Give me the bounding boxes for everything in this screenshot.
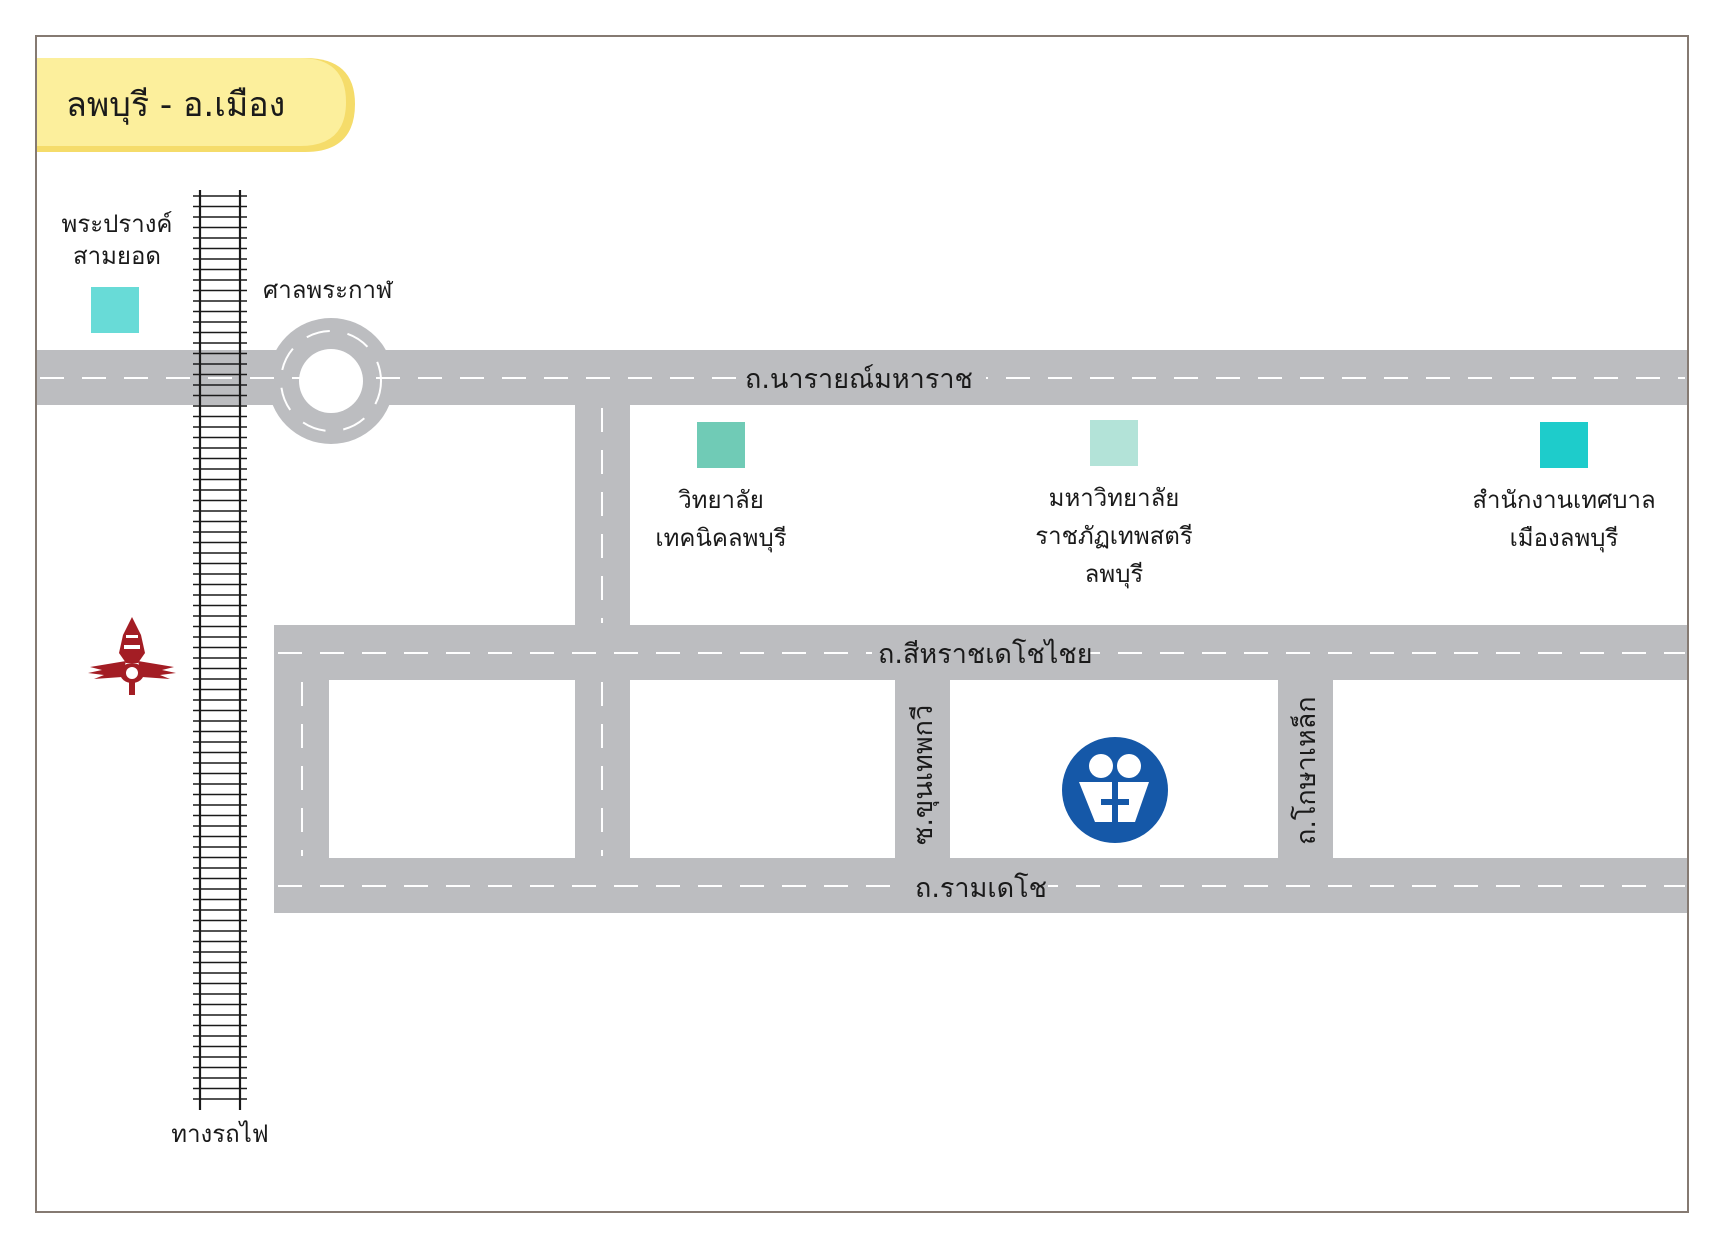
label-tech-line2: เทคนิคลพบุรี — [655, 524, 786, 553]
label-rajabhat-line1: มหาวิทยาลัย — [1049, 484, 1180, 512]
road-label-khunthep: ซ.ขุนเทพกวี — [908, 705, 940, 845]
map-border — [35, 35, 1689, 1213]
label-prang-line1: พระปรางค์ — [62, 210, 173, 238]
label-rajabhat-line3: ลพบุรี — [1085, 560, 1144, 589]
label-municipal-line2: เมืองลพบุรี — [1510, 524, 1619, 553]
road-connector-middle — [575, 400, 630, 913]
marker-prang-sam-yot — [91, 287, 139, 333]
road-label-narai: ถ.นารายณ์มหาราช — [745, 363, 973, 395]
marker-lopburi-technical-college — [697, 422, 745, 468]
state-railway-emblem-icon — [88, 617, 176, 695]
marker-municipal-office — [1540, 422, 1588, 468]
railway-ties — [193, 195, 247, 1100]
road-label-sorasak: ถ.สีหราชเดโชไชย — [878, 639, 1093, 670]
road-label-ramdecho: ถ.รามเดโช — [915, 873, 1047, 904]
label-prang-line2: สามยอด — [73, 242, 161, 270]
label-tech-line1: วิทยาลัย — [678, 486, 764, 514]
label-railway: ทางรถไฟ — [171, 1120, 269, 1148]
marker-rajabhat-university — [1090, 420, 1138, 466]
map-title: ลพบุรี - อ.เมือง — [66, 85, 285, 125]
label-shrine: ศาลพระกาฬ — [263, 276, 394, 304]
road-khosalek — [1278, 676, 1333, 862]
family-logo-icon — [1062, 737, 1168, 843]
roundabout-center — [299, 349, 363, 413]
railway-track — [198, 190, 242, 1110]
title-tab: ลพบุรี - อ.เมือง — [37, 58, 355, 152]
road-khunthep — [895, 676, 950, 862]
road-label-khosalek: ถ.โกษาเหล็ก — [1288, 696, 1322, 845]
label-municipal-line1: สำนักงานเทศบาล — [1472, 486, 1655, 514]
label-rajabhat-line2: ราชภัฏเทพสตรี — [1035, 522, 1193, 550]
